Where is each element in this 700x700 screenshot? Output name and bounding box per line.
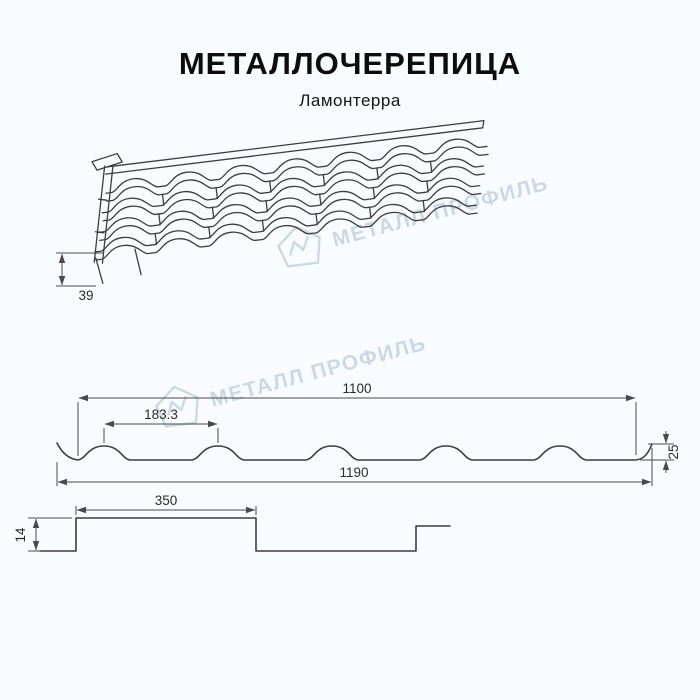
ridge-end-cap bbox=[91, 152, 123, 171]
watermark-text: МЕТАЛЛ ПРОФИЛЬ bbox=[330, 172, 551, 252]
profile-cross-section: 1100 183.3 25 1190 bbox=[56, 381, 681, 486]
dim-label-1190: 1190 bbox=[339, 465, 368, 480]
dim-label-350: 350 bbox=[155, 493, 178, 508]
dimension-step-height: 14 bbox=[13, 517, 72, 552]
watermark-lower: МЕТАЛЛ ПРОФИЛЬ bbox=[155, 332, 429, 428]
dim-label-1100: 1100 bbox=[342, 381, 371, 396]
dimension-edge-height: 39 bbox=[56, 252, 103, 303]
dimension-wave-pitch: 183.3 bbox=[103, 407, 219, 443]
profile-curve bbox=[56, 442, 653, 461]
barge-edge bbox=[93, 165, 114, 264]
ridge-lines bbox=[104, 119, 485, 175]
page-title: МЕТАЛЛОЧЕРЕПИЦА bbox=[178, 46, 522, 81]
header: МЕТАЛЛОЧЕРЕПИЦА Ламонтерра bbox=[0, 46, 700, 111]
dimension-cover-width: 1100 bbox=[77, 381, 637, 456]
metall-profil-logo-icon bbox=[277, 225, 321, 268]
step-profile-view: 350 14 bbox=[13, 493, 451, 552]
tile-step-separators bbox=[154, 199, 426, 246]
watermark-text: МЕТАЛЛ ПРОФИЛЬ bbox=[208, 332, 429, 412]
dim-label-39: 39 bbox=[78, 288, 93, 303]
roof-perspective-view bbox=[91, 119, 489, 284]
dimension-full-width: 1190 bbox=[56, 448, 653, 486]
tile-step-separators bbox=[158, 180, 429, 226]
step-profile-line bbox=[39, 517, 451, 552]
eave-drip-edge bbox=[95, 248, 142, 284]
tile-step-separators bbox=[161, 160, 433, 206]
dim-label-25: 25 bbox=[666, 444, 681, 459]
dim-label-14: 14 bbox=[13, 527, 28, 543]
dim-label-183.3: 183.3 bbox=[144, 407, 178, 422]
dimension-module-length: 350 bbox=[75, 493, 257, 515]
page-subtitle: Ламонтерра bbox=[299, 91, 401, 110]
dimension-profile-height: 25 bbox=[640, 431, 681, 473]
